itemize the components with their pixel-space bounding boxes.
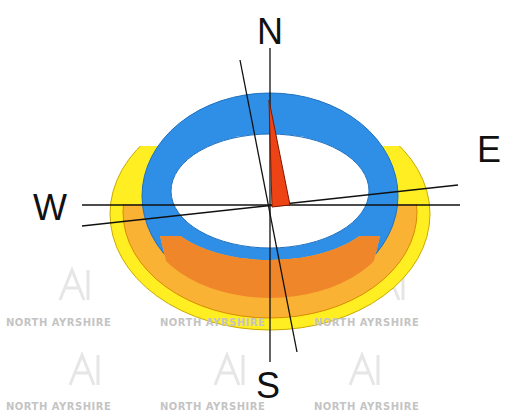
- compass-axes: [82, 48, 460, 362]
- watermark: NORTH AYRSHIRE: [6, 402, 111, 412]
- compass-needle: [269, 100, 290, 207]
- compass-point: E: [477, 132, 501, 168]
- watermark: NORTH AYRSHIRE: [314, 402, 419, 412]
- watermark: NORTH AYRSHIRE: [160, 318, 265, 328]
- watermark: NORTH AYRSHIRE: [6, 318, 111, 328]
- watermark: NORTH AYRSHIRE: [160, 402, 265, 412]
- compass-point: S: [256, 368, 280, 404]
- compass-point: W: [33, 190, 67, 226]
- compass-point: N: [257, 14, 283, 50]
- watermark: NORTH AYRSHIRE: [314, 318, 419, 328]
